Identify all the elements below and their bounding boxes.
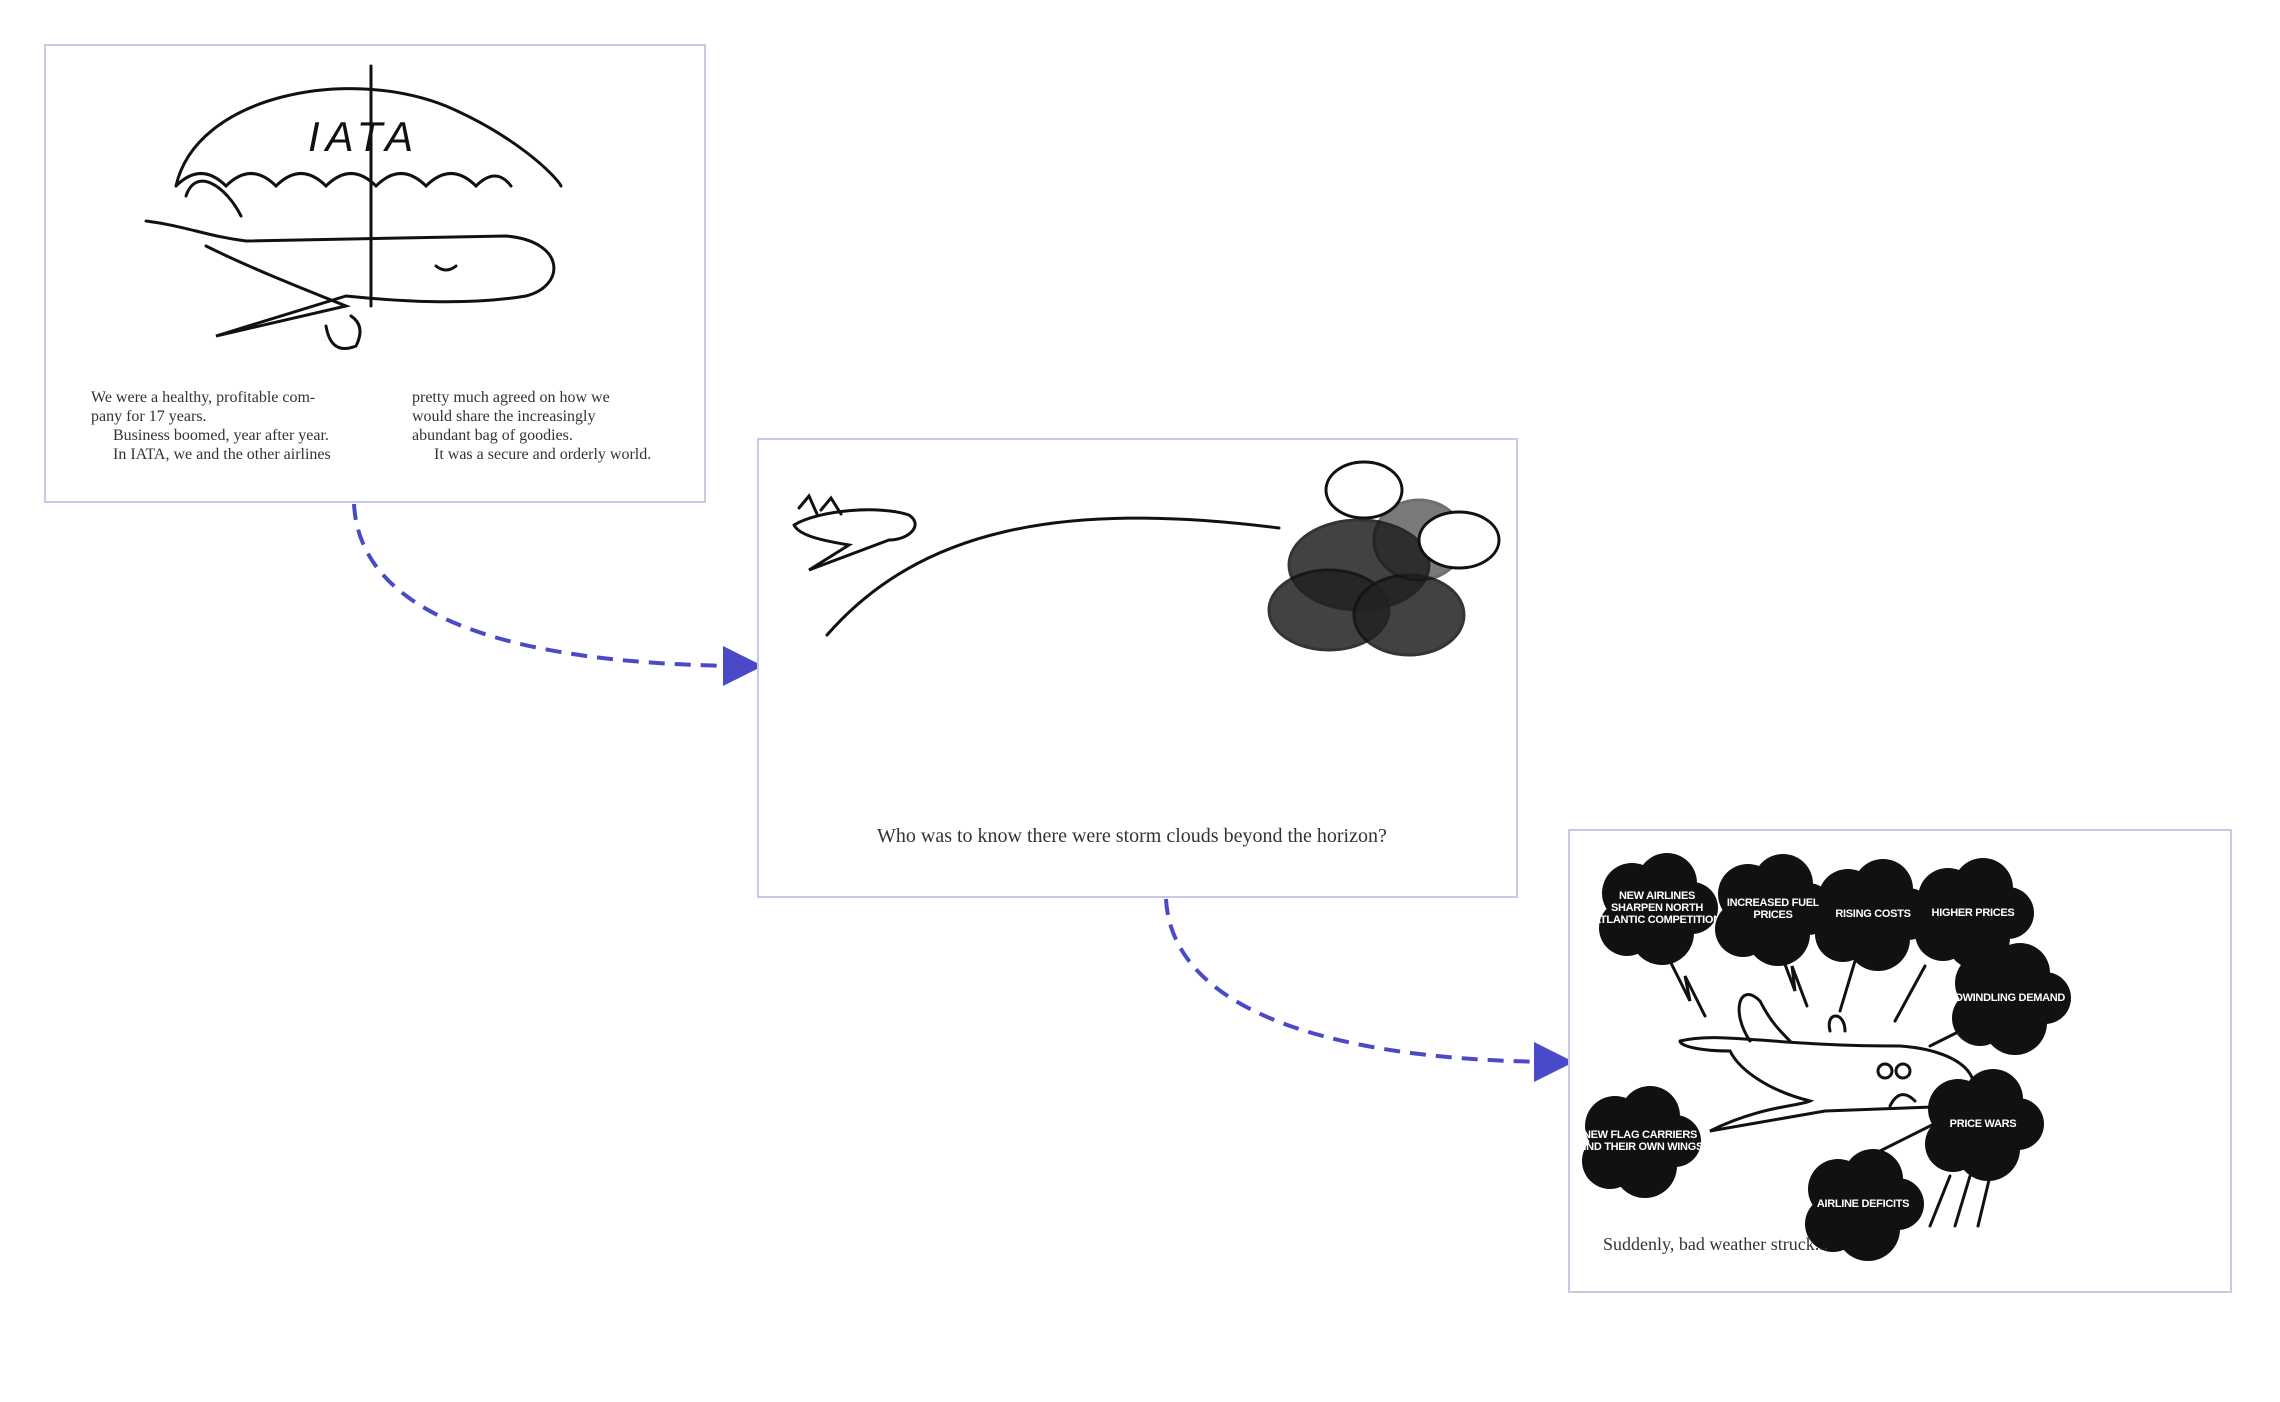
cloud-icon: [1715, 854, 1834, 966]
storm-cloud: INCREASED FUEL PRICES: [1708, 849, 1838, 969]
cloud-label: PRICE WARS: [1949, 1118, 2017, 1130]
text-line: pretty much agreed on how we: [412, 389, 610, 406]
cloud-icon: [1805, 1149, 1924, 1261]
storm-cloud: HIGHER PRICES: [1908, 853, 2038, 973]
text-line: would share the increasingly: [412, 408, 596, 425]
text-column-right: pretty much agreed on how we would share…: [412, 388, 651, 464]
panel-bad-weather: NEW AIRLINES SHARPEN NORTH ATLANTIC COMP…: [1568, 829, 2232, 1293]
arrow-panel1-to-panel2: [352, 503, 763, 686]
text-line: Business boomed, year after year.: [113, 427, 329, 444]
cloud-icon: [1915, 858, 2034, 970]
text-line: abundant bag of goodies.: [412, 427, 573, 444]
text-line: In IATA, we and the other airlines: [113, 446, 331, 463]
storm-cloud: RISING COSTS: [1808, 854, 1938, 974]
horizon-clouds-illustration: [792, 460, 1501, 657]
storm-cloud: DWINDLING DEMAND: [1945, 938, 2075, 1058]
storm-cloud: AIRLINE DEFICITS: [1798, 1144, 1928, 1264]
cloud-icon: [1952, 943, 2071, 1055]
cloud-label: INCREASED FUEL PRICES: [1726, 897, 1820, 921]
cloud-label: HIGHER PRICES: [1931, 907, 2015, 919]
cloud-label: RISING COSTS: [1835, 908, 1911, 920]
storm-cloud: PRICE WARS: [1918, 1064, 2048, 1184]
storm-cloud: NEW FLAG CARRIERS FIND THEIR OWN WINGS: [1575, 1081, 1705, 1201]
text-column-left: We were a healthy, profitable com- pany …: [91, 388, 331, 464]
panel-iata-umbrella: IATA We were a healthy, profitable com- …: [44, 44, 706, 503]
cloud-icon: [1582, 1086, 1701, 1198]
umbrella-logo-text: IATA: [308, 113, 419, 160]
cloud-icon: [1815, 859, 1934, 971]
text-line: It was a secure and orderly world.: [434, 446, 652, 463]
storm-cloud: NEW AIRLINES SHARPEN NORTH ATLANTIC COMP…: [1592, 848, 1722, 968]
text-line: We were a healthy, profitable com-: [91, 389, 316, 406]
storm-caption: Who was to know there were storm clouds …: [877, 825, 1387, 847]
panel-storm-horizon: Who was to know there were storm clouds …: [757, 438, 1518, 898]
cloud-label: NEW FLAG CARRIERS FIND THEIR OWN WINGS: [1577, 1129, 1703, 1153]
cloud-icon: [1599, 853, 1718, 965]
cloud-label: AIRLINE DEFICITS: [1816, 1198, 1910, 1210]
cloud-icon: [1925, 1069, 2044, 1181]
bad-weather-caption: Suddenly, bad weather struck...: [1603, 1234, 1829, 1254]
umbrella-plane-illustration: IATA: [144, 64, 563, 350]
arrow-panel2-to-panel3: [1164, 898, 1574, 1082]
text-line: pany for 17 years.: [91, 408, 207, 425]
cloud-label: DWINDLING DEMAND: [1954, 992, 2066, 1004]
cloud-label: NEW AIRLINES SHARPEN NORTH ATLANTIC COMP…: [1593, 890, 1721, 926]
